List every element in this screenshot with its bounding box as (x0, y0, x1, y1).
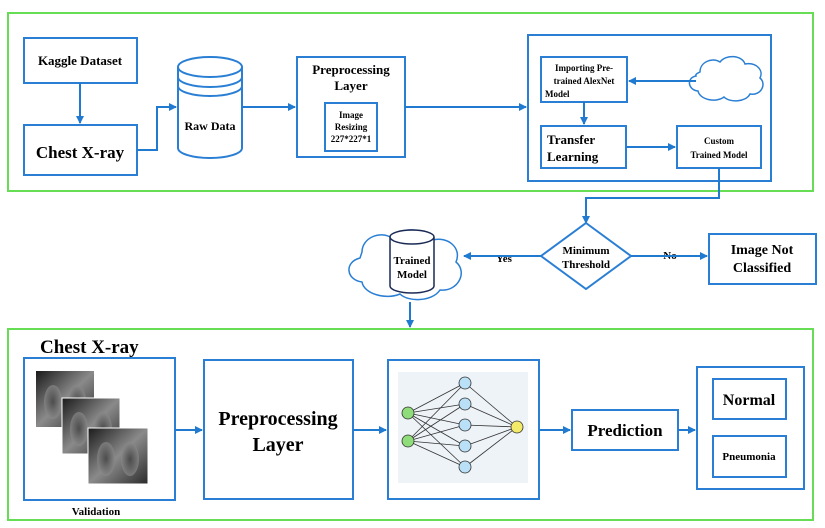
prediction-label: Prediction (587, 421, 663, 440)
bottom-preprocessing-box (203, 359, 354, 500)
neural-network-icon (398, 372, 528, 483)
preprocessing-title-line1: Preprocessing (312, 62, 390, 77)
image-resizing-line2: Resizing (335, 122, 368, 132)
yes-label: Yes (496, 253, 513, 265)
top-panel (7, 12, 814, 192)
middle-arrows (406, 252, 708, 328)
image-resizing-line3: 227*227*1 (331, 134, 372, 144)
importing-alexnet-line2: trained AlexNet (554, 76, 615, 86)
image-resizing-line1: Image (339, 110, 363, 120)
normal-class-box (712, 378, 787, 420)
transfer-learning-line2: Learning (547, 149, 599, 164)
bottom-preprocessing-line1: Preprocessing (218, 408, 337, 430)
prediction-box (571, 409, 679, 451)
chest-xray-label: Chest X-ray (36, 143, 125, 162)
top-arrows (76, 77, 720, 224)
threshold-line2: Threshold (562, 259, 610, 271)
trained-model-line2: Model (397, 269, 427, 281)
threshold-line1: Minimum (562, 245, 609, 257)
custom-trained-model-box (676, 125, 762, 169)
transfer-learning-line1: Transfer (547, 132, 595, 147)
importing-alexnet-box (540, 56, 628, 103)
raw-data-database-icon (177, 56, 243, 159)
not-classified-line2: Classified (733, 261, 792, 276)
bottom-panel (7, 328, 814, 521)
custom-model-line2: Trained Model (690, 150, 748, 160)
not-classified-line1: Image Not (731, 243, 794, 258)
importing-alexnet-line3: Model (545, 89, 570, 99)
cloud-icon (688, 55, 764, 102)
minimum-threshold-decision (539, 221, 633, 291)
preprocessing-title-line2: Layer (334, 78, 367, 93)
pneumonia-class-box (712, 435, 787, 478)
pneumonia-label: Pneumonia (722, 451, 776, 463)
normal-label: Normal (723, 392, 776, 409)
image-resizing-box (324, 102, 378, 152)
image-not-classified-box (708, 233, 817, 285)
bottom-chest-xray-title: Chest X-ray (40, 337, 139, 358)
raw-data-label: Raw Data (185, 119, 236, 133)
importing-alexnet-line1: Importing Pre- (555, 63, 613, 73)
chest-xray-box (23, 124, 138, 176)
kaggle-dataset-label: Kaggle Dataset (38, 53, 123, 68)
trained-model-line1: Trained (393, 255, 430, 267)
xray-image-stack (36, 371, 149, 485)
bottom-preprocessing-line2: Layer (252, 434, 303, 456)
validation-label: Validation (72, 506, 121, 518)
custom-model-line1: Custom (704, 136, 735, 146)
trained-model-database-icon (389, 229, 435, 294)
